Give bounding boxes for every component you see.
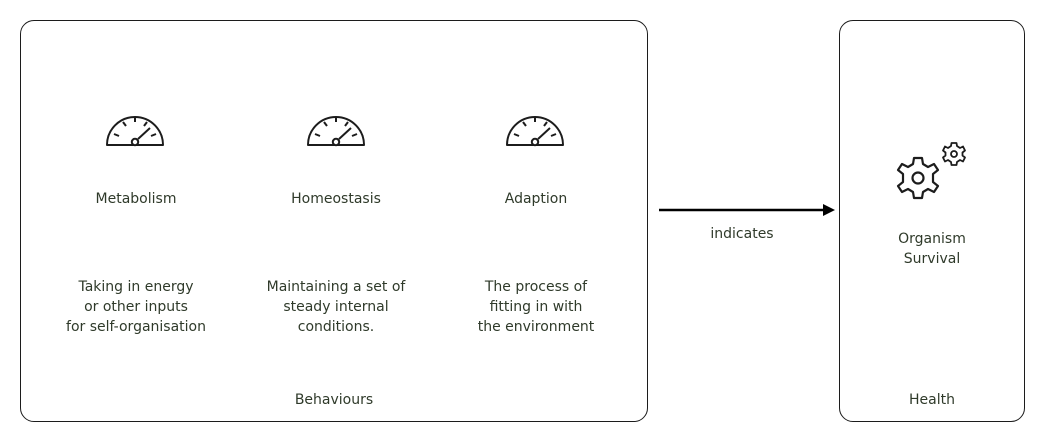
- description-line: Maintaining a set of: [266, 279, 406, 295]
- indicates-label: indicates: [710, 226, 774, 242]
- adaption-description: The process of fitting in with the envir…: [436, 277, 636, 337]
- homeostasis-label: Homeostasis: [291, 191, 381, 207]
- description-line: fitting in with: [489, 299, 583, 315]
- adaption-label: Adaption: [504, 191, 568, 207]
- indicates-arrow: [659, 204, 835, 216]
- description-line: Taking in energy: [78, 279, 194, 295]
- metabolism-description: Taking in energy or other inputs for sel…: [36, 277, 236, 337]
- description-line: for self-organisation: [66, 319, 206, 335]
- gears-icon: [896, 142, 966, 200]
- description-line: or other inputs: [84, 299, 188, 315]
- gauge-icon: [106, 116, 164, 147]
- gauge-icon: [506, 116, 564, 147]
- behaviours-title: Behaviours: [294, 392, 374, 408]
- description-line: The process of: [484, 279, 588, 295]
- homeostasis-description: Maintaining a set of steady internal con…: [236, 277, 436, 337]
- behaviours-box: [20, 20, 648, 422]
- description-line: conditions.: [297, 319, 375, 335]
- organism-survival-label: Organism Survival: [832, 229, 1032, 269]
- metabolism-label: Metabolism: [95, 191, 177, 207]
- health-box: [839, 20, 1025, 422]
- description-line: the environment: [477, 319, 595, 335]
- health-title: Health: [909, 392, 955, 408]
- health-label-line: Survival: [903, 251, 961, 267]
- gauge-icon: [307, 116, 365, 147]
- health-label-line: Organism: [898, 231, 966, 247]
- description-line: steady internal: [283, 299, 389, 315]
